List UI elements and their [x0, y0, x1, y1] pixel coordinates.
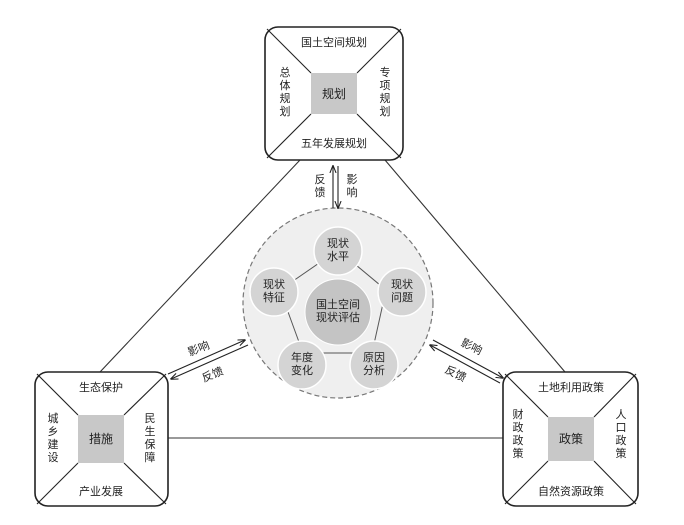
node-status-features-label: 现状特征	[263, 277, 285, 304]
policy-left-label: 财政政策	[513, 407, 524, 460]
node-cause-analysis	[349, 340, 399, 390]
right-influence-arrow	[432, 339, 503, 378]
center-node-label: 国土空间现状评估	[316, 297, 360, 324]
measures-right-label: 民生保障	[145, 412, 156, 464]
measures-top-label: 生态保护	[79, 380, 123, 394]
right-arrows	[430, 339, 503, 384]
planning-center-label: 规划	[322, 86, 346, 101]
node-status-features	[249, 267, 299, 317]
policy-top-label: 土地利用政策	[538, 380, 604, 394]
right-feedback-label: 反馈	[443, 363, 468, 384]
node-annual-change-label: 年度变化	[291, 350, 313, 377]
triangle-connectors	[99, 159, 566, 439]
planning-top-label: 国土空间规划	[301, 35, 367, 49]
node-cause-analysis-label: 原因分析	[363, 351, 385, 377]
planning-right-label: 专项规划	[380, 65, 391, 118]
node-status-level	[313, 226, 363, 276]
planning-center-square	[311, 73, 357, 114]
left-feedback-arrow	[171, 344, 249, 379]
measures-box: 措施 生态保护 产业发展 城乡建设 民生保障	[34, 371, 169, 507]
planning-left-label: 总体规划	[280, 65, 291, 118]
assessment-circle: 国土空间现状评估 现状水平 现状问题 原因分析 年度变化 现状特征	[242, 207, 434, 399]
policy-center-square	[548, 417, 594, 461]
top-feedback-label: 反馈	[315, 173, 326, 199]
left-arrows	[167, 340, 249, 379]
connector-top-left	[99, 159, 301, 373]
node-annual-change	[277, 340, 327, 390]
right-feedback-arrow	[430, 345, 501, 384]
measures-center-square	[78, 415, 124, 463]
right-influence-label: 影响	[459, 336, 484, 357]
left-influence-arrow	[167, 340, 245, 375]
policy-center-label: 政策	[559, 432, 583, 446]
node-status-problems-label: 现状问题	[391, 277, 413, 304]
planning-box: 规划 国土空间规划 五年发展规划 总体规划 专项规划	[264, 26, 404, 161]
node-status-level-label: 现状水平	[327, 236, 349, 263]
measures-left-label: 城乡建设	[48, 412, 59, 464]
left-feedback-label: 反馈	[200, 365, 225, 385]
left-influence-label: 影响	[186, 339, 211, 359]
measures-bottom-label: 产业发展	[79, 484, 123, 498]
measures-center-label: 措施	[89, 432, 113, 446]
policy-box: 政策 土地利用政策 自然资源政策 财政政策 人口政策	[502, 371, 639, 507]
policy-bottom-label: 自然资源政策	[538, 484, 604, 498]
planning-bottom-label: 五年发展规划	[301, 136, 367, 150]
node-status-problems	[377, 267, 427, 317]
policy-right-label: 人口政策	[616, 408, 627, 460]
connector-top-right	[384, 159, 566, 373]
top-arrows	[333, 166, 338, 208]
center-node	[304, 278, 372, 346]
top-influence-label: 影响	[347, 173, 358, 199]
